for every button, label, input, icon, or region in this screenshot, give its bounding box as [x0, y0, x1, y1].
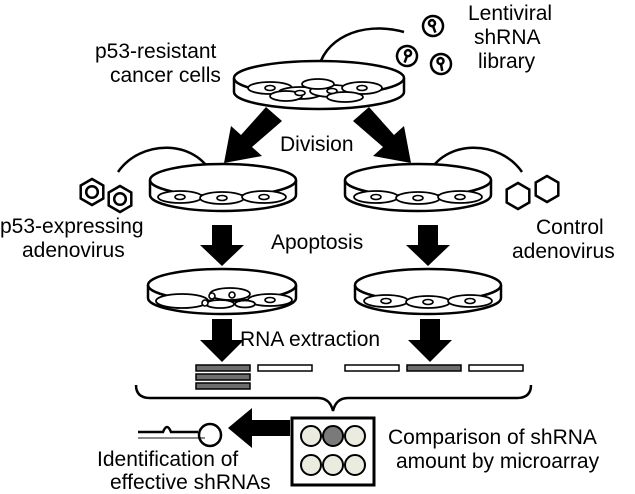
band-left-strong: [195, 373, 251, 381]
shrna-hairpin-icon: [138, 422, 223, 448]
microarray-spot: [344, 425, 366, 447]
identification-label-line2: effective shRNAs: [110, 471, 271, 494]
empty-hexagon-icon: [534, 174, 560, 204]
empty-hexagon-icon: [505, 181, 531, 211]
identification-arrow: [228, 408, 290, 448]
microarray-spot-positive: [322, 425, 344, 447]
left-dish-after-apoptosis: [146, 267, 298, 316]
division-arrow-left: [224, 107, 282, 163]
cancer-cells-label-line2: cancer cells: [110, 64, 221, 87]
microarray-spot: [322, 454, 344, 476]
band-right-single: [406, 364, 462, 372]
microarray-spot: [300, 454, 322, 476]
control-adenovirus-label-line2: adenovirus: [512, 240, 615, 263]
band-right-empty: [468, 364, 524, 372]
division-arrows: Division: [224, 107, 411, 163]
lentiviral-label-line1: Lentiviral: [468, 2, 552, 25]
lentivirus-particle-icon: [392, 41, 422, 71]
apoptosis-step: Apoptosis: [200, 225, 450, 266]
lentivirus-particle-icon: [418, 11, 448, 41]
comparison-label-line2: amount by microarray: [396, 450, 600, 473]
band-right-empty: [344, 364, 400, 372]
lentiviral-label-line3: library: [478, 50, 536, 73]
comparison-label-line1: Comparison of shRNA: [388, 426, 597, 449]
band-left-strong: [195, 364, 251, 372]
division-arrow-right: [353, 107, 411, 163]
cancer-cells-dish: p53-resistant cancer cells: [95, 40, 406, 111]
identification-label-line1: Identification of: [97, 448, 238, 471]
left-dish-transduced: [148, 162, 298, 213]
division-label: Division: [280, 133, 354, 156]
right-dish-after-control: [353, 267, 503, 316]
right-dish-transduced: [343, 162, 493, 213]
control-adenovirus-label-line1: Control: [536, 216, 604, 239]
lentiviral-shrna-library: Lentiviral shRNA library: [392, 2, 552, 77]
rna-arrow-left: [200, 319, 244, 362]
shrna-bands: [195, 364, 524, 390]
microarray-chip: [290, 416, 376, 487]
band-left-strong: [195, 382, 251, 390]
cancer-cells-label-line1: p53-resistant: [95, 40, 217, 63]
lentivirus-particle-icon: [428, 51, 454, 77]
comparison-label: Comparison of shRNA amount by microarray: [388, 426, 600, 473]
hexagon-with-ring-icon: [107, 184, 133, 214]
band-left-empty: [257, 364, 313, 372]
rna-arrow-right: [408, 319, 452, 362]
identification-label: Identification of effective shRNAs: [97, 448, 271, 494]
rna-extraction-step: RNA extraction: [200, 319, 452, 362]
apoptosis-arrow-left: [200, 225, 244, 266]
rna-extraction-label: RNA extraction: [240, 328, 380, 351]
microarray-spot: [300, 425, 322, 447]
apoptosis-arrow-right: [406, 225, 450, 266]
p53-adenovirus-label-line2: adenovirus: [22, 239, 125, 262]
apoptosis-label: Apoptosis: [271, 231, 363, 254]
p53-adenovirus-label-line1: p53-expressing: [0, 215, 144, 238]
hexagon-with-ring-icon: [79, 177, 105, 207]
microarray-spot: [344, 454, 366, 476]
comparison-brace: [134, 384, 533, 412]
lentiviral-label-line2: shRNA: [474, 26, 541, 49]
